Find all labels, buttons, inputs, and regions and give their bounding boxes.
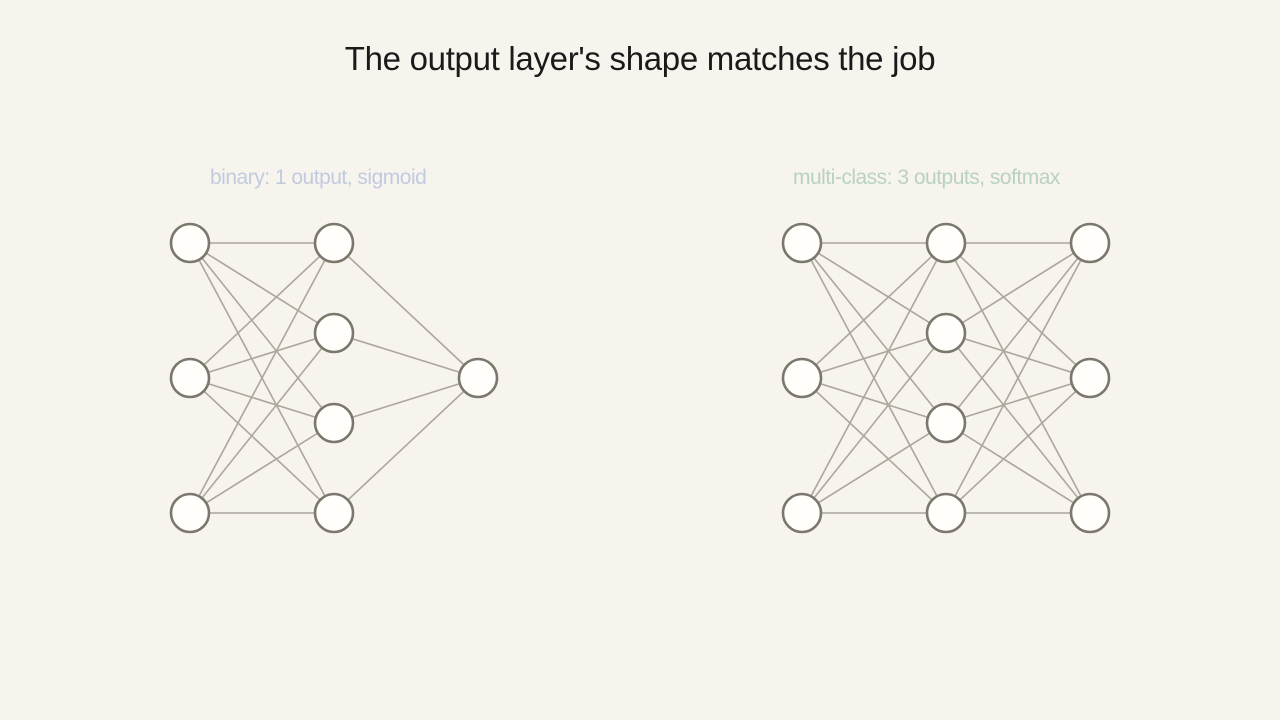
multiclass-hidden-neuron-3 bbox=[925, 402, 967, 444]
binary-input-neuron-2 bbox=[169, 357, 211, 399]
binary-output-neuron-1 bbox=[457, 357, 499, 399]
multiclass-input-neuron-2 bbox=[781, 357, 823, 399]
binary-input-neuron-3 bbox=[169, 492, 211, 534]
binary-network-caption: binary: 1 output, sigmoid bbox=[210, 166, 427, 189]
binary-edge-hidden2-to-output1 bbox=[333, 332, 479, 379]
binary-edge-input2-to-hidden2 bbox=[189, 332, 335, 379]
binary-neurons bbox=[169, 222, 499, 534]
binary-hidden-neuron-4 bbox=[313, 492, 355, 534]
multiclass-connections bbox=[801, 242, 1091, 514]
multiclass-edge-input1-to-hidden3 bbox=[801, 242, 947, 424]
multiclass-edge-hidden4-to-output2 bbox=[945, 377, 1091, 514]
diagram-title: The output layer's shape matches the job bbox=[344, 40, 936, 77]
multiclass-neurons bbox=[781, 222, 1111, 534]
multiclass-edge-hidden3-to-output2 bbox=[945, 377, 1091, 424]
multiclass-edge-input2-to-hidden4 bbox=[801, 377, 947, 514]
multiclass-output-neuron-3 bbox=[1069, 492, 1111, 534]
binary-hidden-neuron-2 bbox=[313, 312, 355, 354]
multiclass-hidden-neuron-1 bbox=[925, 222, 967, 264]
binary-edge-input2-to-hidden3 bbox=[189, 377, 335, 424]
multiclass-edge-hidden2-to-output1 bbox=[945, 242, 1091, 334]
multiclass-edge-input3-to-hidden1 bbox=[801, 242, 947, 514]
binary-hidden-neuron-1 bbox=[313, 222, 355, 264]
binary-edge-hidden4-to-output1 bbox=[333, 377, 479, 514]
multiclass-hidden-neuron-4 bbox=[925, 492, 967, 534]
multiclass-edge-hidden3-to-output3 bbox=[945, 422, 1091, 514]
multiclass-edge-hidden3-to-output1 bbox=[945, 242, 1091, 424]
binary-edge-input3-to-hidden2 bbox=[189, 332, 335, 514]
multiclass-output-neuron-1 bbox=[1069, 222, 1111, 264]
multiclass-edge-hidden2-to-output2 bbox=[945, 332, 1091, 379]
binary-edge-hidden1-to-output1 bbox=[333, 242, 479, 379]
binary-edge-input3-to-hidden1 bbox=[189, 242, 335, 514]
multiclass-edge-input3-to-hidden3 bbox=[801, 422, 947, 514]
binary-edge-input3-to-hidden3 bbox=[189, 422, 335, 514]
binary-hidden-neuron-3 bbox=[313, 402, 355, 444]
binary-edge-input1-to-hidden3 bbox=[189, 242, 335, 424]
multiclass-hidden-neuron-2 bbox=[925, 312, 967, 354]
binary-edge-hidden3-to-output1 bbox=[333, 377, 479, 424]
multiclass-input-neuron-3 bbox=[781, 492, 823, 534]
binary-edge-input1-to-hidden2 bbox=[189, 242, 335, 334]
binary-edge-input2-to-hidden1 bbox=[189, 242, 335, 379]
binary-edge-input2-to-hidden4 bbox=[189, 377, 335, 514]
multiclass-edge-hidden2-to-output3 bbox=[945, 332, 1091, 514]
multiclass-edge-hidden1-to-output2 bbox=[945, 242, 1091, 379]
multiclass-input-neuron-1 bbox=[781, 222, 823, 264]
multiclass-edge-input2-to-hidden1 bbox=[801, 242, 947, 379]
binary-input-neuron-1 bbox=[169, 222, 211, 264]
multiclass-network-caption: multi-class: 3 outputs, softmax bbox=[793, 166, 1060, 189]
multiclass-edge-input1-to-hidden2 bbox=[801, 242, 947, 334]
multiclass-edge-input3-to-hidden2 bbox=[801, 332, 947, 514]
binary-connections bbox=[189, 242, 479, 514]
multiclass-edge-input2-to-hidden2 bbox=[801, 332, 947, 379]
multiclass-edge-input2-to-hidden3 bbox=[801, 377, 947, 424]
multiclass-output-neuron-2 bbox=[1069, 357, 1111, 399]
multiclass-edge-hidden4-to-output1 bbox=[945, 242, 1091, 514]
